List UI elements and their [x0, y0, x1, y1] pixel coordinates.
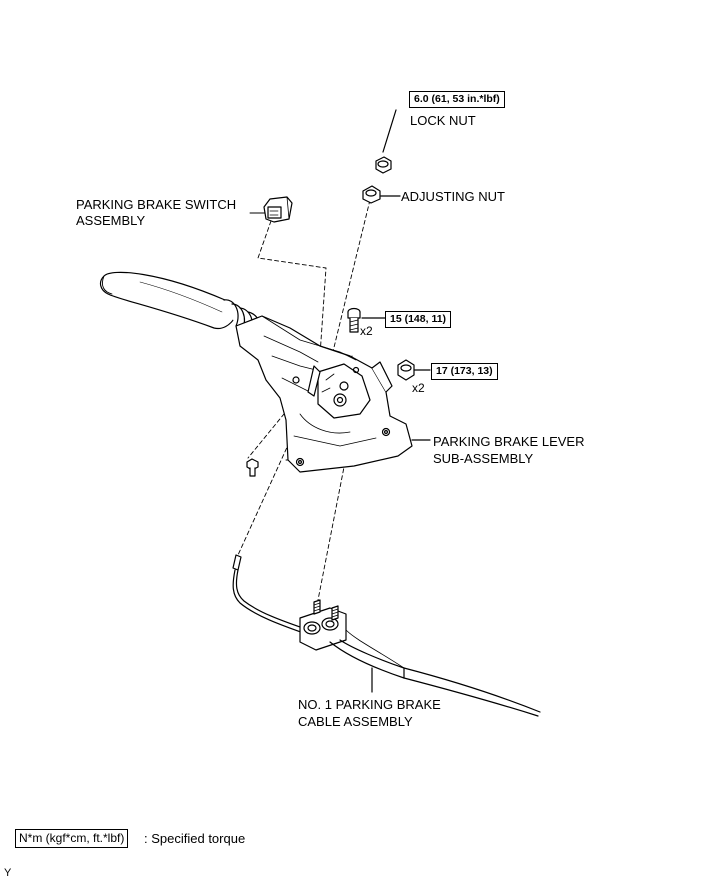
- small-bolt-part: [246, 458, 259, 477]
- lever-label-line2: SUB-ASSEMBLY: [433, 451, 534, 466]
- adjusting-nut-part: [362, 185, 401, 204]
- adjusting-nut-label: ADJUSTING NUT: [401, 189, 505, 204]
- legend-description: : Specified torque: [144, 831, 246, 846]
- legend-unit-box: N*m (kgf*cm, ft.*lbf): [15, 829, 129, 848]
- lever-label-line1: PARKING BRAKE LEVER: [433, 434, 585, 449]
- bolt-quantity: x2: [360, 324, 373, 338]
- lock-nut-label: LOCK NUT: [410, 113, 476, 128]
- parking-brake-switch-part: [249, 196, 293, 223]
- switch-label-line2: ASSEMBLY: [76, 213, 146, 228]
- lever-nut-part: [397, 359, 431, 381]
- lock-nut-part: [375, 109, 397, 174]
- bolt-torque-box: 15 (148, 11): [385, 311, 452, 328]
- nut-torque-box: 17 (173, 13): [431, 363, 498, 380]
- parking-brake-lever-part: [99, 271, 431, 473]
- cable-label-line1: NO. 1 PARKING BRAKE: [298, 697, 441, 712]
- lock-nut-torque-box: 6.0 (61, 53 in.*lbf): [409, 91, 505, 108]
- switch-label-line1: PARKING BRAKE SWITCH: [76, 197, 237, 212]
- cable-label-line2: CABLE ASSEMBLY: [298, 714, 413, 729]
- lever-bolt-part: [347, 307, 387, 333]
- nut-quantity: x2: [412, 381, 425, 395]
- parking-brake-cable-part: [232, 554, 541, 717]
- figure-code: Y: [4, 867, 12, 879]
